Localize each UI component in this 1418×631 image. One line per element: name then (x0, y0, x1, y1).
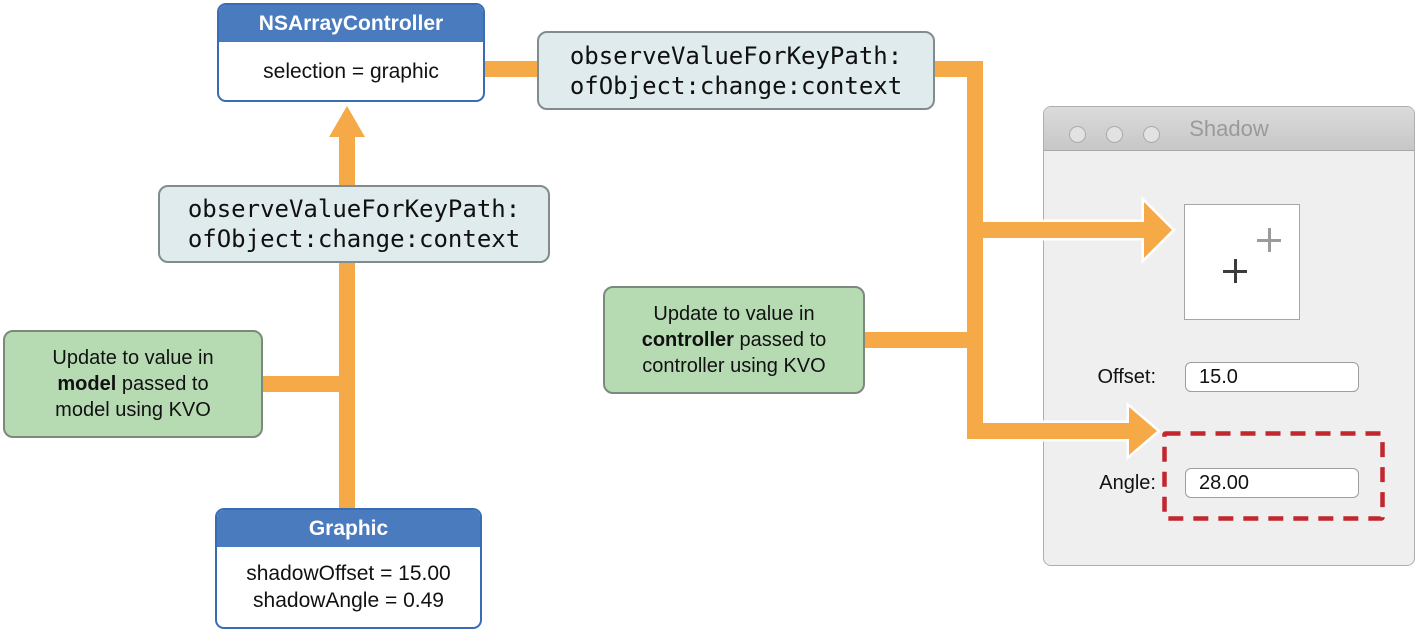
note-line: controller passed to (641, 329, 827, 351)
kvo-method-line: ofObject:change:context (569, 71, 903, 100)
note-controller-line (865, 332, 983, 348)
window-titlebar: Shadow (1044, 107, 1414, 151)
origin-crosshair-icon (1223, 259, 1247, 283)
angle-field[interactable]: 28.00 (1185, 468, 1359, 498)
window-zoom-button[interactable] (1143, 126, 1160, 143)
note-model-update: Update to value in model passed to model… (3, 330, 263, 438)
note-bold-word: controller (641, 329, 734, 351)
nsarraycontroller-title: NSArrayController (219, 5, 483, 42)
shadow-preview-well (1184, 204, 1300, 320)
note-model-line (263, 376, 355, 392)
angle-label: Angle: (1099, 472, 1156, 494)
kvo-method-box-left: observeValueForKeyPath: ofObject:change:… (158, 185, 550, 263)
graphic-title: Graphic (217, 510, 480, 547)
nsarraycontroller-selection: selection = graphic (263, 59, 439, 83)
window-minimize-button[interactable] (1106, 126, 1123, 143)
nsarraycontroller-node: NSArrayController selection = graphic (217, 3, 485, 102)
offset-label: Offset: (1097, 366, 1156, 388)
graphic-node: Graphic shadowOffset = 15.00 shadowAngle… (215, 508, 482, 629)
note-line: Update to value in (653, 303, 815, 325)
note-bold-word: model (57, 373, 117, 395)
note-line: Update to value in (52, 347, 214, 369)
note-line: model passed to (57, 373, 209, 395)
kvo-method-line: observeValueForKeyPath: (569, 41, 903, 70)
shadow-inspector-window: Shadow Offset: 15.0 Angle: 28.00 (1043, 106, 1415, 566)
note-line: model using KVO (55, 399, 211, 421)
graphic-shadow-offset: shadowOffset = 15.00 (246, 562, 451, 585)
kvo-method-line: ofObject:change:context (187, 225, 521, 253)
note-line: controller using KVO (642, 355, 826, 377)
kvo-method-box-top: observeValueForKeyPath: ofObject:change:… (537, 31, 935, 110)
shadow-position-crosshair-icon (1257, 228, 1281, 252)
graphic-shadow-angle: shadowAngle = 0.49 (253, 589, 444, 612)
offset-field[interactable]: 15.0 (1185, 362, 1359, 392)
trunk-right-line (967, 61, 983, 439)
window-close-button[interactable] (1069, 126, 1086, 143)
kvo-method-line: observeValueForKeyPath: (187, 195, 521, 223)
note-controller-update: Update to value in controller passed to … (603, 286, 865, 394)
arrow-up-to-controller-icon (329, 106, 365, 137)
window-title: Shadow (1189, 116, 1269, 141)
